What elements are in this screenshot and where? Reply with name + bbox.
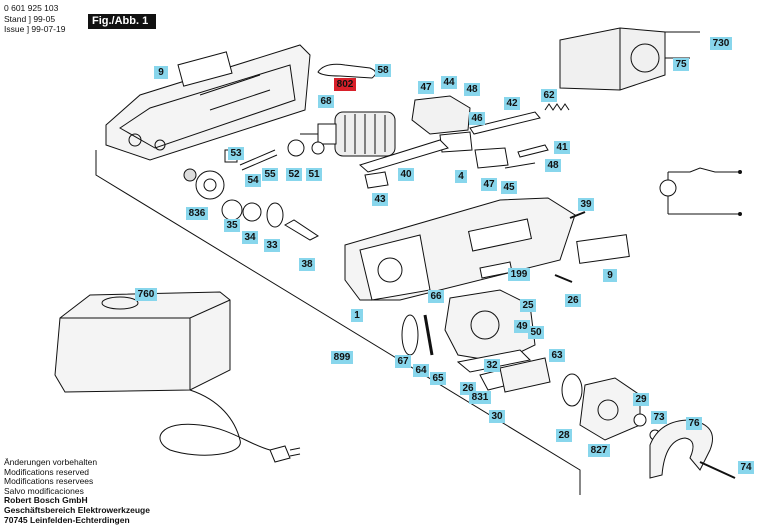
part-label-74: 74	[738, 461, 754, 474]
part-label-48-right: 41	[554, 141, 570, 154]
assembly-bracket-line	[95, 150, 581, 495]
part-label-48: 48	[464, 83, 480, 96]
blade-assembly	[561, 373, 736, 479]
part-number: 0 601 925 103	[4, 3, 59, 13]
part-label-33: 33	[264, 239, 280, 252]
part-label-62: 62	[541, 89, 557, 102]
part-label-730: 730	[710, 37, 732, 50]
part-label-66: 66	[428, 290, 444, 303]
footer-address: 70745 Leinfelden-Echterdingen	[4, 514, 130, 525]
footer-line-modifications-fr: Modifications reservees	[4, 476, 94, 487]
motor	[300, 111, 396, 157]
lever	[469, 111, 541, 135]
stand-row: Stand ] 99-05	[4, 14, 56, 24]
gear-train	[183, 139, 325, 241]
screw	[569, 211, 586, 219]
part-label-49: 49	[514, 320, 530, 333]
part-label-899: 899	[331, 351, 353, 364]
circuit-diagram	[659, 167, 742, 216]
part-label-46: 46	[469, 112, 485, 125]
part-label-44: 44	[441, 76, 457, 89]
part-label-760: 760	[135, 288, 157, 301]
part-label-30: 30	[489, 410, 505, 423]
part-label-45: 48	[545, 159, 561, 172]
part-label-9-right: 9	[603, 269, 617, 282]
part-label-802: 802	[334, 78, 356, 91]
part-label-67: 67	[395, 355, 411, 368]
stand-label: Stand	[4, 14, 27, 24]
part-label-26: 26	[565, 294, 581, 307]
figure-tag: Fig./Abb. 1	[88, 14, 156, 29]
part-label-52: 52	[286, 168, 302, 181]
part-label-40: 40	[398, 168, 414, 181]
part-label-39: 39	[578, 198, 594, 211]
part-label-68: 68	[318, 95, 334, 108]
part-label-25: 25	[520, 299, 536, 312]
part-label-38: 38	[299, 258, 315, 271]
part-label-55: 55	[262, 168, 278, 181]
part-label-836: 836	[186, 207, 208, 220]
part-label-43: 43	[372, 193, 388, 206]
part-label-75: 75	[673, 58, 689, 71]
issue-row: Issue ] 99-07-19	[4, 24, 66, 34]
footer-line-modifications-en: Modifications reserved	[4, 466, 90, 477]
screw	[554, 274, 573, 283]
part-label-827: 827	[588, 444, 610, 457]
part-label-1: 1	[351, 309, 363, 322]
part-label-63: 63	[549, 349, 565, 362]
part-label-50: 50	[528, 326, 544, 339]
footer-company: Robert Bosch GmbH	[4, 495, 88, 506]
footer-line-modifications-es: Salvo modificaciones	[4, 485, 84, 496]
part-label-47-lower: 45	[501, 181, 517, 194]
part-label-35: 35	[224, 219, 240, 232]
part-label-53: 53	[228, 147, 244, 160]
pin	[504, 162, 536, 169]
part-label-54: 54	[245, 174, 261, 187]
housing-half-left	[105, 44, 311, 161]
part-label-32: 32	[484, 359, 500, 372]
issue-label: Issue	[4, 24, 25, 34]
part-label-42: 42	[504, 97, 520, 110]
part-label-34: 34	[242, 231, 258, 244]
footer-block: Änderungen vorbehalten Modifications res…	[4, 457, 150, 525]
part-label-58: 58	[375, 64, 391, 77]
part-label-65: 65	[430, 372, 446, 385]
charger	[54, 291, 301, 463]
part-label-51: 51	[306, 168, 322, 181]
part-label-47: 47	[418, 81, 434, 94]
part-label-41: 47	[481, 178, 497, 191]
part-label-831: 831	[469, 391, 491, 404]
part-label-199: 199	[508, 268, 530, 281]
part-label-73: 73	[651, 411, 667, 424]
part-label-76: 76	[686, 417, 702, 430]
part-label-64: 64	[413, 364, 429, 377]
switch-parts	[358, 95, 509, 189]
footer-division: Geschäftsbereich Elektrowerkzeuge	[4, 504, 150, 515]
spring	[544, 103, 570, 111]
nameplate	[576, 234, 630, 264]
part-label-29: 29	[633, 393, 649, 406]
issue-date: 99-07-19	[31, 24, 66, 34]
battery-pack	[559, 27, 700, 91]
part-label-28: 28	[556, 429, 572, 442]
footer-line-changes: Änderungen vorbehalten	[4, 457, 98, 467]
part-label-9: 9	[154, 66, 168, 79]
stand-date: 99-05	[33, 14, 56, 24]
main-housing	[344, 197, 576, 301]
part-label-4: 4	[455, 170, 467, 183]
spring-strip	[517, 144, 549, 158]
spring-clip	[317, 63, 376, 79]
